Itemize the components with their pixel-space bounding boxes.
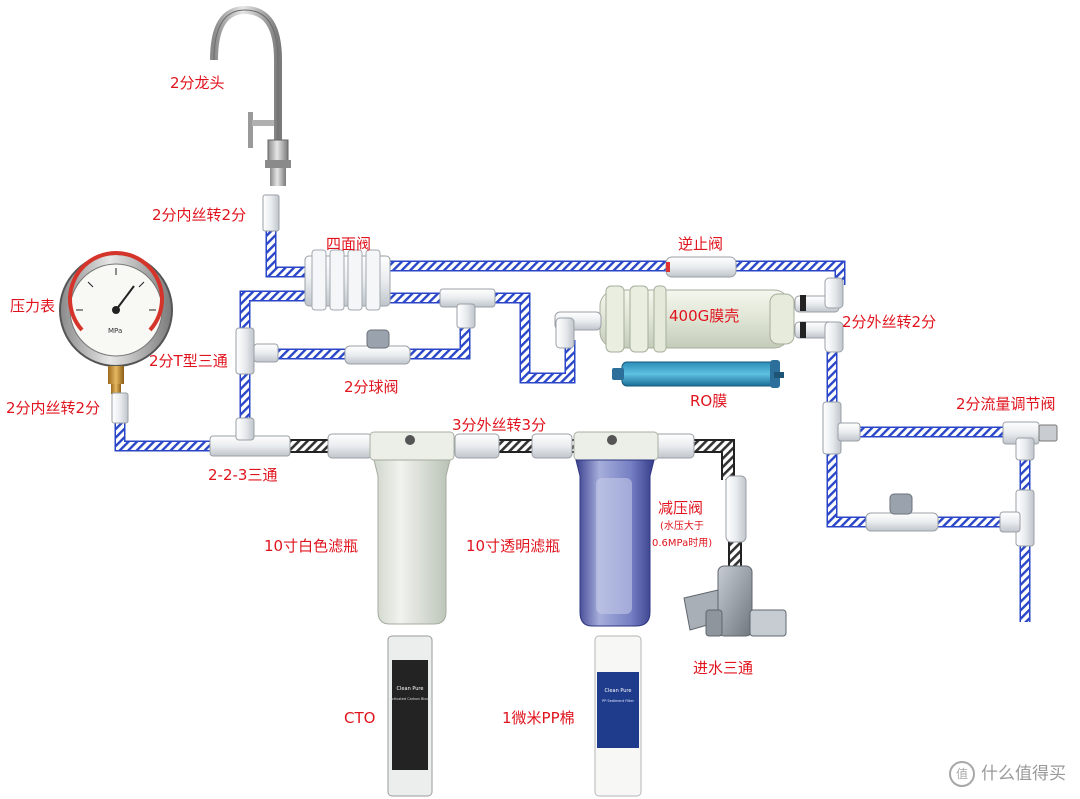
watermark: 值什么值得买 bbox=[949, 759, 1066, 787]
label-pp-cotton: 1微米PP棉 bbox=[502, 709, 575, 727]
pressure-reducer bbox=[725, 475, 747, 543]
tee-223 bbox=[209, 417, 291, 457]
flow-control-valve bbox=[1002, 421, 1058, 461]
supply-connectors bbox=[327, 433, 695, 459]
label-tee-223: 2-2-3三通 bbox=[208, 466, 278, 484]
cto-brand: Clean Pure bbox=[397, 686, 424, 692]
label-check-valve: 逆止阀 bbox=[678, 235, 724, 253]
label-pressure-note-1: (水压大于 bbox=[660, 521, 704, 532]
clear-filter-bottle bbox=[573, 431, 659, 627]
pressure-gauge: MPa bbox=[59, 251, 173, 394]
cto-cartridge: Clean Pure Activated Carbon Block bbox=[387, 635, 433, 797]
pp-cartridge: Clean Pure PP Sediment Filter bbox=[594, 635, 642, 797]
tube-faucet-down bbox=[265, 230, 305, 278]
inlet-tee bbox=[683, 565, 787, 637]
label-faucet-adapter: 2分内丝转2分 bbox=[152, 206, 247, 224]
label-membrane-housing: 400G膜壳 bbox=[669, 307, 740, 325]
label-white-bottle: 10寸白色滤瓶 bbox=[264, 537, 359, 555]
label-cto: CTO bbox=[344, 709, 376, 727]
label-pressure-gauge: 压力表 bbox=[10, 297, 56, 315]
right-tee bbox=[999, 489, 1035, 547]
small-tee bbox=[439, 288, 496, 329]
label-gauge-adapter: 2分内丝转2分 bbox=[6, 399, 101, 417]
t-tee bbox=[235, 327, 279, 375]
label-pressure-note-2: 0.6MPa时用) bbox=[652, 538, 713, 549]
faucet bbox=[210, 5, 291, 186]
tubing bbox=[114, 230, 1031, 622]
drain-tee bbox=[822, 401, 861, 455]
label-outer-thread-2: 2分外丝转2分 bbox=[842, 313, 937, 331]
label-ro-membrane: RO膜 bbox=[690, 392, 728, 410]
tube-bypass bbox=[826, 452, 1005, 528]
label-clear-bottle: 10寸透明滤瓶 bbox=[466, 537, 561, 555]
watermark-logo-icon: 值 bbox=[949, 761, 975, 787]
label-outer-thread-3: 3分外丝转3分 bbox=[452, 416, 547, 434]
four-way-valve bbox=[304, 249, 391, 311]
label-pressure-reducer: 减压阀 bbox=[658, 499, 704, 517]
label-t-tee: 2分T型三通 bbox=[149, 352, 228, 370]
faucet-adapter bbox=[262, 194, 280, 232]
pp-brand: Clean Pure bbox=[605, 688, 632, 694]
pp-type: PP Sediment Filter bbox=[602, 699, 634, 703]
gauge-adapter bbox=[111, 392, 129, 424]
watermark-text: 什么值得买 bbox=[981, 764, 1066, 784]
tube-gauge bbox=[114, 418, 222, 452]
bypass-ball-valve bbox=[865, 493, 939, 532]
membrane-housing bbox=[554, 277, 844, 353]
label-four-way-valve: 四面阀 bbox=[326, 235, 372, 253]
label-flow-valve: 2分流量调节阀 bbox=[956, 395, 1056, 413]
cto-type: Activated Carbon Block bbox=[390, 697, 432, 701]
ro-membrane bbox=[612, 360, 784, 388]
label-inlet-tee: 进水三通 bbox=[693, 659, 754, 677]
label-ball-valve: 2分球阀 bbox=[344, 378, 399, 396]
ball-valve bbox=[344, 329, 411, 365]
white-filter-bottle bbox=[369, 431, 455, 625]
label-faucet: 2分龙头 bbox=[170, 74, 225, 92]
check-valve bbox=[665, 256, 737, 278]
gauge-unit: MPa bbox=[108, 327, 122, 335]
